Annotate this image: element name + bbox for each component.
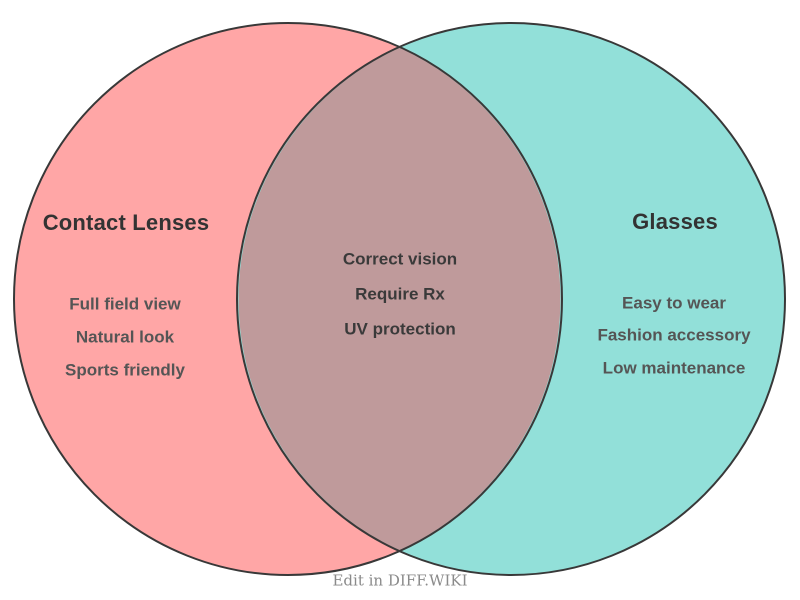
right-circle-outline <box>236 22 786 576</box>
left-set-title: Contact Lenses <box>42 210 210 235</box>
right-set-item: Low maintenance <box>602 358 746 378</box>
left-set-item: Sports friendly <box>65 360 185 380</box>
left-set-item: Natural look <box>75 327 175 347</box>
intersection-item: UV protection <box>344 319 456 339</box>
intersection-item: Require Rx <box>355 284 445 304</box>
intersection-lens <box>238 47 561 551</box>
intersection-item: Correct vision <box>342 249 458 269</box>
right-set-item: Easy to wear <box>622 293 726 313</box>
right-set-item: Fashion accessory <box>597 325 751 345</box>
right-set-title: Glasses <box>632 209 718 234</box>
left-circle-outline <box>13 22 563 576</box>
left-set-item: Full field view <box>69 294 181 314</box>
edit-link[interactable]: Edit in DIFF.WIKI <box>332 571 468 590</box>
